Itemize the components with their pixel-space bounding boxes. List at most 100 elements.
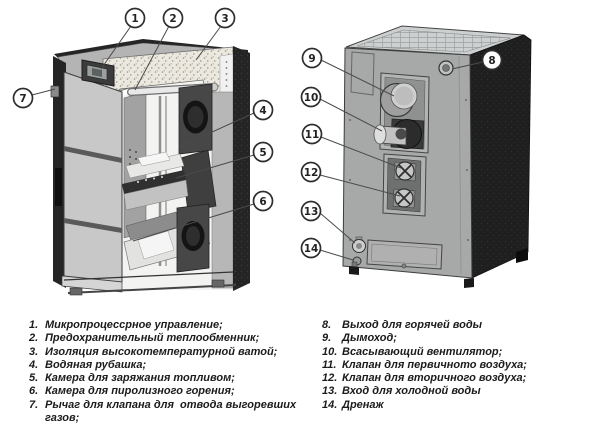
legend-item: 10. Всасывающий вентилятор;	[322, 346, 596, 359]
legend-item: 2.Предохранительный теплообменник;	[29, 332, 321, 345]
legend-item-text: Клапан для первичното воздуха;	[342, 358, 527, 371]
flue-valve-lever	[50, 85, 60, 98]
legend-item: 7. Рычаг для клапана для отвода выгоревши…	[29, 399, 321, 425]
rear-screws	[349, 99, 469, 241]
callout-10-label: 10	[304, 92, 319, 104]
legend-item-number: 11.	[322, 358, 337, 371]
callout-3-label: 3	[221, 13, 228, 25]
legend-item-number: 12.	[322, 372, 338, 385]
secondary-air-valve	[392, 188, 416, 209]
callout-4-label: 4	[259, 105, 266, 117]
legend-item-text: Вход для холодной воды	[342, 385, 481, 398]
legend-item-text: Водяная рубашка;	[45, 358, 147, 371]
callout-2-label: 2	[169, 13, 176, 25]
hot-water-outlet	[438, 60, 454, 76]
boiler-rear-diagram: 8 9 10 11 12 13 14	[300, 25, 532, 288]
primary-air-valve	[393, 161, 417, 182]
callout-14-label: 14	[304, 243, 319, 255]
callout-6-label: 6	[259, 196, 266, 208]
callout-12-label: 12	[304, 167, 319, 179]
legend-item-text: Выход для горячей воды	[342, 319, 483, 331]
callout-6: 6	[252, 190, 274, 212]
legend-item-number: 14.	[322, 398, 338, 411]
callout-8: 8	[481, 49, 503, 71]
front-door-panels	[61, 71, 123, 293]
legend-item-text: Изоляция высокотемпературной ватой;	[45, 345, 278, 358]
callout-5: 5	[252, 141, 274, 163]
rear-top-hatch	[356, 29, 512, 53]
callout-3: 3	[214, 7, 236, 29]
legend-right-column: 8. Выход для горячей воды 9. Дымоход; 10. В…	[322, 319, 596, 412]
callout-5-label: 5	[259, 147, 266, 159]
callout-1-label: 1	[131, 13, 138, 25]
legend-item-number: 9.	[322, 332, 332, 345]
legend-item-number: 3.	[29, 345, 39, 358]
legend-item-number: 6.	[29, 385, 39, 398]
callout-12: 12	[300, 161, 322, 183]
drain-fitting	[351, 256, 362, 268]
legend-item-number: 7.	[29, 398, 39, 411]
legend-item-text: Дымоход;	[342, 332, 397, 345]
legend-item-text: Предохранительный теплообменник;	[45, 332, 260, 345]
rear-right-texture	[470, 35, 531, 278]
inner-right-wall	[211, 91, 234, 289]
legend-item-text: Дренаж	[342, 398, 384, 411]
callout-2: 2	[162, 7, 184, 29]
cut-edge-bolts	[225, 61, 228, 87]
legend-item: 3. Изоляция высокотемпературной ватой;	[29, 346, 321, 359]
loading-chamber	[122, 151, 189, 211]
callout-13-label: 13	[304, 206, 319, 218]
lower-chamber-fan	[176, 203, 210, 273]
legend-item: 4. Водяная рубашка;	[29, 359, 321, 372]
legend-item-text: Микропроцессрное управление;	[45, 319, 223, 331]
legend-item: 11. Клапан для первичното воздуха;	[322, 359, 596, 372]
callout-11-label: 11	[305, 129, 320, 141]
legend-item: 1. Микропроцессрное управление;	[29, 319, 321, 332]
bottom-hatch	[366, 239, 443, 270]
legend-item-text: Рычаг для клапана для отвода выгоревших …	[45, 398, 300, 425]
callout-1: 1	[124, 7, 146, 29]
callout-7: 7	[12, 87, 34, 109]
legend-item-number: 5.	[29, 372, 39, 385]
rear-feet	[349, 248, 528, 288]
legend-item-number: 8.	[322, 319, 332, 331]
callout-10: 10	[300, 86, 322, 108]
cold-water-inlet	[352, 236, 366, 253]
legend-item: 13.Вход для холодной воды	[322, 385, 596, 398]
legend-item-text: Клапан для вторичного воздуха;	[342, 372, 527, 385]
legend-item: 6. Камера для пиролизного горения;	[29, 385, 321, 398]
legend-item: 8. Выход для горячей воды	[322, 319, 596, 332]
legend-item: 12. Клапан для вторичного воздуха;	[322, 372, 596, 385]
legend-item: 5. Камера для заряжания топливом;	[29, 372, 321, 385]
inner-wall-holes	[129, 149, 137, 167]
legend-left-column: 1. Микропроцессрное управление; 2.Предохр…	[29, 319, 321, 425]
upper-chamber-fan	[178, 83, 213, 155]
door-handle	[55, 168, 62, 206]
legend-item-number: 10.	[322, 345, 338, 358]
callout-4: 4	[252, 99, 274, 121]
callout-8-label: 8	[488, 55, 495, 67]
suction-fan	[373, 118, 425, 150]
boiler-diagram-svg: 1 2 3 4 5 6 7	[12, 7, 532, 296]
callout-7-label: 7	[19, 93, 26, 105]
legend-item: 14. Дренаж	[322, 399, 596, 412]
boiler-cutaway-diagram: 1 2 3 4 5 6 7	[12, 7, 274, 296]
legend-item-text: Всасывающий вентилятор;	[342, 345, 503, 358]
air-valve-panel	[382, 153, 427, 217]
legend-item-number: 1.	[29, 319, 39, 331]
chimney-outlet	[379, 82, 418, 118]
callout-9: 9	[301, 47, 323, 69]
service-plate	[350, 51, 375, 96]
control-panel	[81, 59, 115, 87]
cutaway-base	[63, 271, 237, 296]
callout-14: 14	[300, 237, 322, 259]
callout-9-label: 9	[308, 53, 315, 65]
rear-leader-lines	[319, 59, 484, 261]
right-section-texture	[233, 46, 250, 291]
legend-item-text: Камера для заряжания топливом;	[45, 372, 235, 385]
legend-item-number: 4.	[29, 358, 39, 371]
callout-13: 13	[300, 200, 322, 222]
insulation-texture	[103, 47, 233, 97]
boiler-diagrams: 1 2 3 4 5 6 7	[12, 7, 532, 296]
legend-item-text: Камера для пиролизного горения;	[45, 385, 235, 398]
